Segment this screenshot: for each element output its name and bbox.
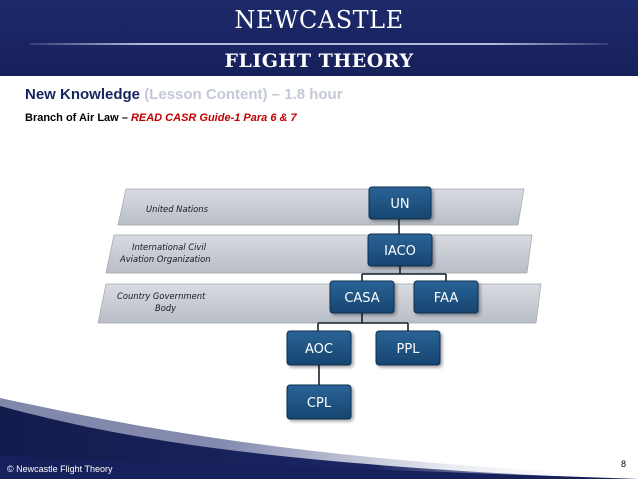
node-faa-label: FAA <box>434 291 459 306</box>
heading-detail: (Lesson Content) – 1.8 hour <box>144 86 343 103</box>
page-number: 8 <box>620 459 626 469</box>
footer-copyright: © Newcastle Flight Theory <box>7 464 113 474</box>
node-un-label: UN <box>390 197 409 212</box>
slide-subheading: Branch of Air Law – READ CASR Guide-1 Pa… <box>25 112 297 124</box>
subheading-reference: READ CASR Guide-1 Para 6 & 7 <box>130 112 297 124</box>
banner-divider <box>30 43 608 45</box>
header-banner: NEWCASTLE FLIGHT THEORY <box>0 0 638 76</box>
node-cpl: CPL <box>286 384 352 420</box>
node-iaco: IACO <box>367 233 433 267</box>
heading-main: New Knowledge <box>25 86 141 103</box>
node-un: UN <box>368 186 432 220</box>
node-aoc: AOC <box>286 330 352 366</box>
node-ppl: PPL <box>375 330 441 366</box>
slide-heading: New Knowledge (Lesson Content) – 1.8 hou… <box>25 86 343 103</box>
banner-title: NEWCASTLE <box>234 6 404 34</box>
node-faa: FAA <box>413 280 479 314</box>
level-label-icao: International Civil Aviation Organizatio… <box>119 242 211 264</box>
level-label-united-nations: United Nations <box>146 204 209 214</box>
node-ppl-label: PPL <box>397 342 421 357</box>
footer-sweep <box>0 398 638 479</box>
banner-subtitle: FLIGHT THEORY <box>224 50 414 72</box>
level-label-country: Country Government Body <box>117 291 208 313</box>
node-cpl-label: CPL <box>307 396 332 411</box>
node-casa: CASA <box>329 280 395 314</box>
node-aoc-label: AOC <box>305 342 333 357</box>
diagram-connectors <box>317 219 447 385</box>
node-iaco-label: IACO <box>384 244 416 259</box>
node-casa-label: CASA <box>344 291 379 306</box>
subheading-prefix: Branch of Air Law – <box>25 112 131 124</box>
